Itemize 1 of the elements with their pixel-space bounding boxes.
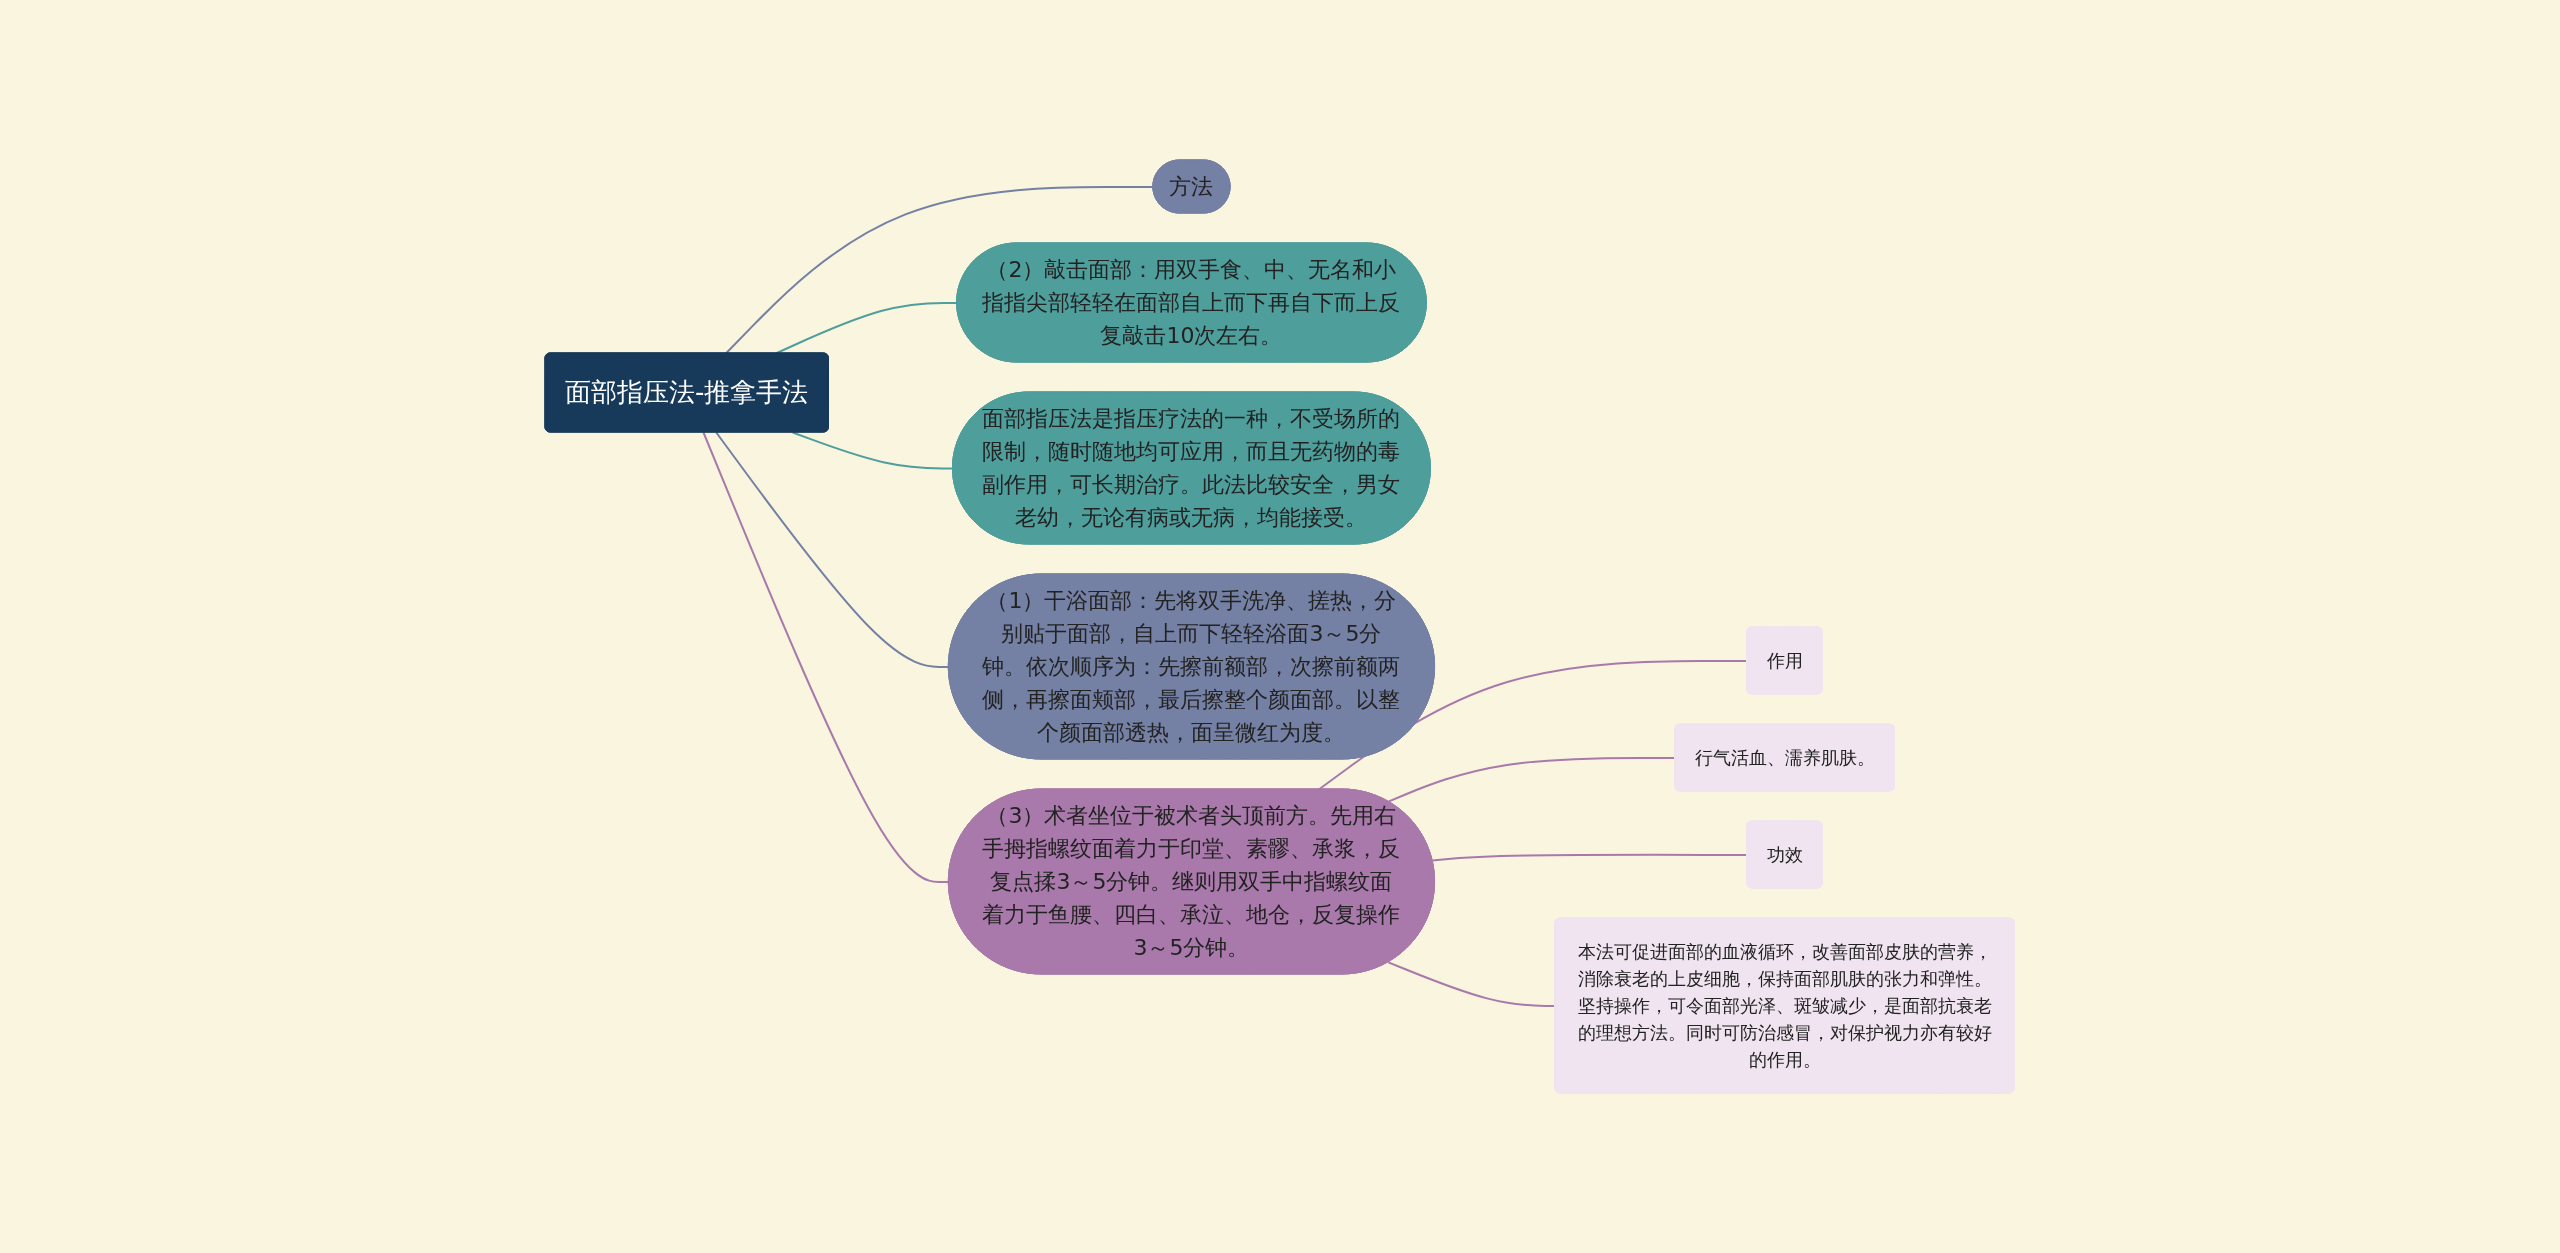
connector [725,185,1155,355]
